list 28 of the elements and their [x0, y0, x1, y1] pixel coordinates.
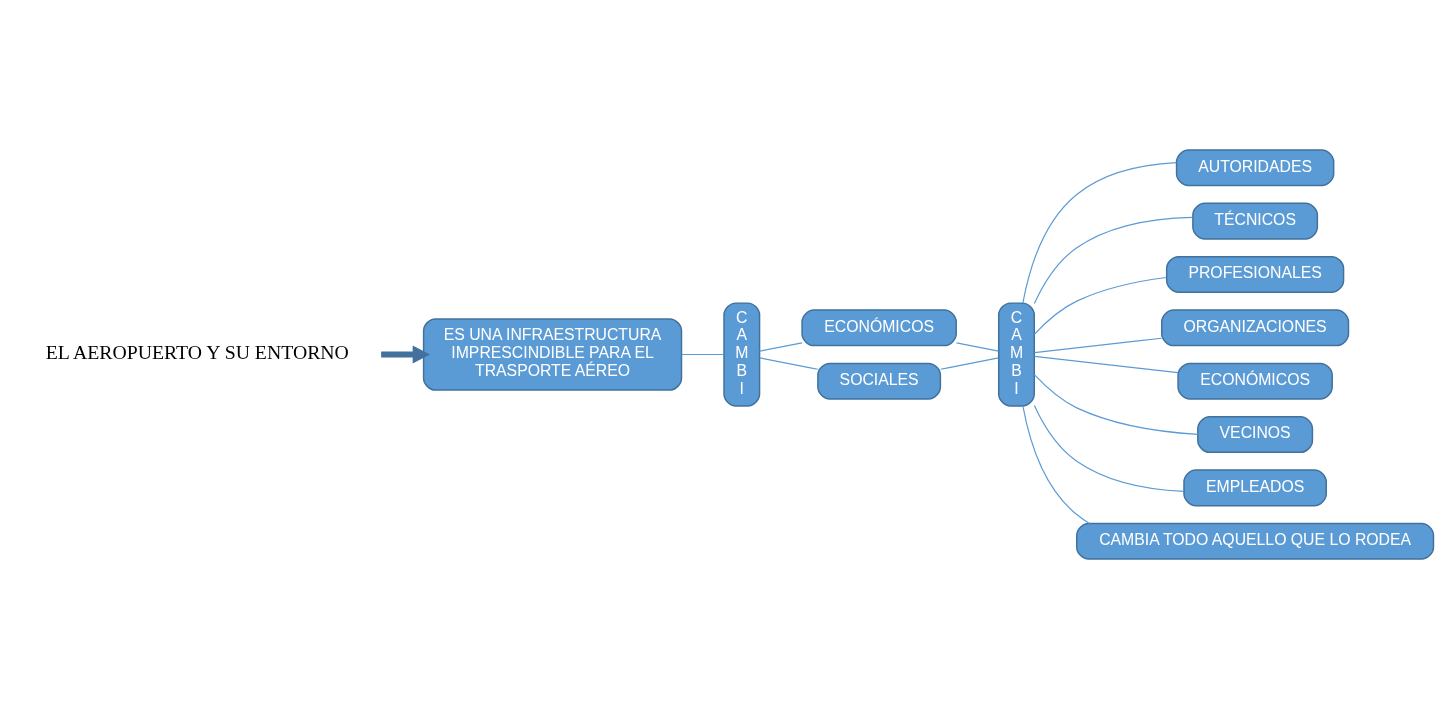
connector: [940, 356, 1000, 370]
node-box: ORGANIZACIONES: [1161, 308, 1350, 346]
connector: [1033, 355, 1179, 373]
node-box: ES UNA INFRAESTRUCTURA IMPRESCINDIBLE PARA EL TRASPORTE AÉREO: [422, 317, 683, 391]
node-box: ECONÓMICOS: [1177, 362, 1333, 400]
connector: [1033, 337, 1163, 353]
node-box: VECINOS: [1197, 415, 1314, 453]
connector: [955, 341, 1000, 352]
connector: [1033, 216, 1194, 304]
node-box: C A M B I: [723, 301, 761, 407]
connector: [1022, 161, 1177, 304]
node-text: EL AEROPUERTO Y SU ENTORNO: [45, 340, 349, 363]
node-box: SOCIALES: [817, 362, 942, 400]
connector: [1033, 276, 1167, 335]
connector: [1033, 404, 1185, 492]
node-box: ECONÓMICOS: [801, 308, 957, 346]
node-box: PROFESIONALES: [1165, 255, 1345, 293]
arrow: [381, 344, 430, 364]
connector: [1033, 373, 1199, 435]
connector: [680, 353, 725, 355]
node-box: CAMBIA TODO AQUELLO QUE LO RODEA: [1076, 522, 1435, 560]
node-box: TÉCNICOS: [1192, 202, 1319, 240]
connector: [759, 341, 803, 352]
node-box: AUTORIDADES: [1175, 148, 1335, 186]
node-box: EMPLEADOS: [1183, 468, 1327, 506]
connector: [1022, 404, 1090, 524]
connector: [759, 356, 819, 370]
node-box: C A M B I: [997, 301, 1035, 407]
